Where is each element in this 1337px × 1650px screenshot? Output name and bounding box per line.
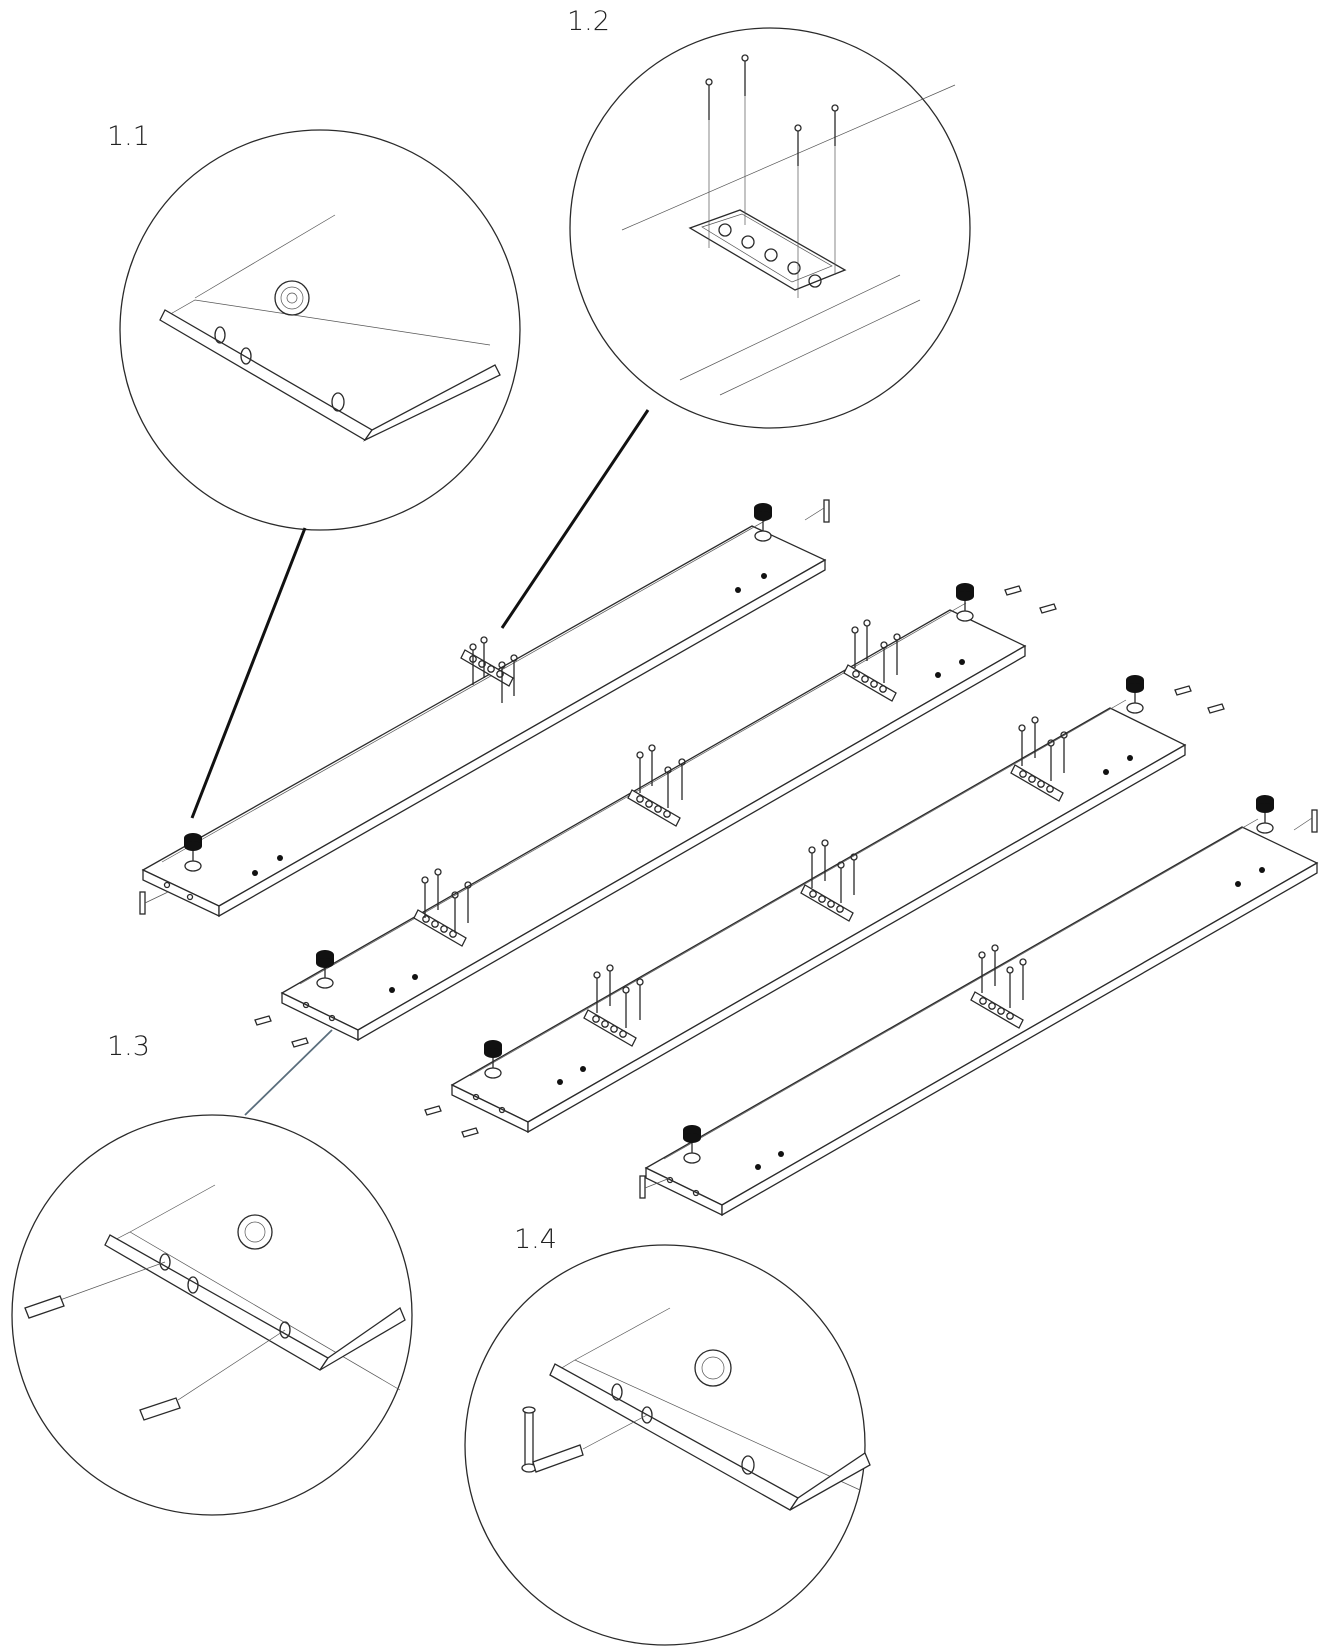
foot-icon: [1255, 794, 1275, 834]
step-label-1-4: 1.4: [514, 1224, 557, 1255]
callout-line-1-2: [500, 409, 650, 629]
detail-circle-1-1: [119, 129, 521, 531]
dowel-icon: [1039, 603, 1057, 614]
dowel-icon: [1207, 703, 1225, 714]
board-c: [424, 674, 1225, 1138]
dowel-icon: [254, 1015, 272, 1026]
foot-icon: [1125, 674, 1145, 714]
screw-icon: [851, 626, 859, 669]
connector-bolt-icon: [139, 891, 169, 915]
dowel-icon: [1174, 685, 1192, 696]
foot-icon: [753, 502, 773, 542]
board-d: [639, 794, 1319, 1217]
dowel-icon: [139, 1397, 181, 1421]
dowel-icon: [24, 1295, 65, 1319]
dowel-icon: [1004, 585, 1022, 596]
board-a: [139, 499, 830, 918]
connector-bolt-icon: [1293, 809, 1318, 833]
detail-circle-1-2: [569, 27, 971, 429]
dowel-icon: [461, 1127, 479, 1138]
cam-lock-bolt-icon: [521, 1406, 648, 1473]
step-label-1-2: 1.2: [567, 6, 610, 37]
screw-icon: [705, 78, 713, 248]
connector-bolt-icon: [804, 499, 830, 523]
dowel-icon: [424, 1105, 442, 1116]
callout-line-1-3: [244, 1029, 333, 1116]
step-label-1-1: 1.1: [107, 121, 150, 152]
screw-icon: [741, 54, 749, 225]
dowel-icon: [291, 1037, 309, 1048]
board-b: [254, 582, 1057, 1048]
connector-bolt-icon: [639, 1175, 671, 1199]
callout-line-1-1: [190, 527, 307, 819]
screw-icon: [831, 104, 839, 275]
screw-icon: [794, 124, 802, 298]
detail-circle-1-3: [11, 1114, 413, 1516]
foot-icon: [955, 582, 975, 622]
detail-circle-1-4: [464, 1244, 871, 1646]
screw-icon: [863, 619, 871, 662]
step-label-1-3: 1.3: [107, 1031, 150, 1062]
